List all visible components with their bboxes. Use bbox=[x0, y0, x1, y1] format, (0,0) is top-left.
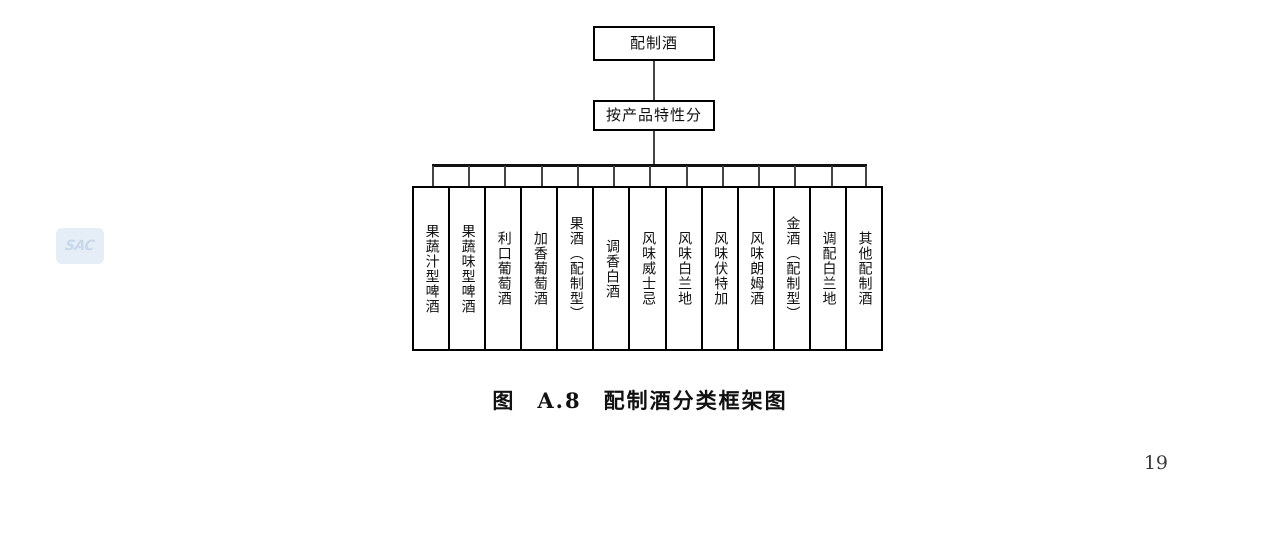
connector-drop-13 bbox=[865, 166, 867, 187]
diagram-leaf-cell: 风味朗姆酒 bbox=[739, 188, 775, 349]
diagram-leaf-label: 风味伏特加 bbox=[712, 231, 729, 306]
connector-drop-7 bbox=[649, 166, 651, 187]
diagram-leaf-cell: 果蔬汁型啤酒 bbox=[414, 188, 451, 349]
diagram-node-criterion-label: 按产品特性分 bbox=[605, 106, 702, 124]
diagram-leaf-cell: 金酒（配制型） bbox=[775, 188, 811, 349]
diagram-leaf-label: 果蔬味型啤酒 bbox=[459, 223, 476, 314]
sac-watermark: SAC bbox=[56, 228, 104, 264]
diagram-leaf-cell: 调香白酒 bbox=[594, 188, 631, 349]
connector-drop-10 bbox=[758, 166, 760, 187]
diagram-leaf-label: 调香白酒 bbox=[603, 238, 620, 299]
connector-drop-9 bbox=[722, 166, 724, 187]
page-number: 19 bbox=[1143, 452, 1168, 474]
diagram-leaf-cell: 果蔬味型啤酒 bbox=[450, 188, 487, 349]
diagram-leaf-label: 果酒（配制型） bbox=[567, 216, 584, 321]
diagram-leaf-cell: 风味威士忌 bbox=[630, 188, 667, 349]
diagram-leaf-cell: 风味白兰地 bbox=[667, 188, 703, 349]
diagram-leaf-row: 果蔬汁型啤酒 果蔬味型啤酒 利口葡萄酒 加香葡萄酒 果酒（配制型） 调香白酒 风… bbox=[412, 186, 883, 351]
connector-drop-6 bbox=[613, 166, 615, 187]
connector-root-to-criterion bbox=[653, 61, 655, 100]
figure-caption: 图 A.8 配制酒分类框架图 bbox=[0, 385, 1280, 415]
figure-caption-title: 配制酒分类框架图 bbox=[603, 389, 788, 413]
diagram-leaf-label: 风味朗姆酒 bbox=[748, 231, 765, 306]
diagram-leaf-label: 加香葡萄酒 bbox=[531, 231, 548, 306]
diagram-leaf-label: 风味白兰地 bbox=[676, 231, 693, 306]
diagram-leaf-label: 利口葡萄酒 bbox=[495, 231, 512, 306]
connector-drop-4 bbox=[541, 166, 543, 187]
diagram-leaf-label: 其他配制酒 bbox=[856, 231, 873, 306]
connector-drop-2 bbox=[468, 166, 470, 187]
connector-criterion-to-bus bbox=[653, 131, 655, 166]
diagram-leaf-label: 调配白兰地 bbox=[820, 231, 837, 306]
connector-drop-12 bbox=[831, 166, 833, 187]
diagram-node-root-label: 配制酒 bbox=[629, 34, 678, 52]
diagram-leaf-cell: 调配白兰地 bbox=[811, 188, 847, 349]
figure-caption-prefix: 图 bbox=[492, 389, 516, 413]
diagram-leaf-cell: 利口葡萄酒 bbox=[486, 188, 523, 349]
diagram-leaf-cell: 果酒（配制型） bbox=[558, 188, 595, 349]
connector-drop-1 bbox=[432, 166, 434, 187]
connector-drop-3 bbox=[504, 166, 506, 187]
diagram-leaf-cell: 风味伏特加 bbox=[703, 188, 739, 349]
diagram-leaf-label: 金酒（配制型） bbox=[784, 216, 801, 321]
connector-drop-11 bbox=[794, 166, 796, 187]
diagram-leaf-label: 果蔬汁型啤酒 bbox=[423, 223, 440, 314]
diagram-leaf-cell: 加香葡萄酒 bbox=[522, 188, 559, 349]
connector-drop-5 bbox=[577, 166, 579, 187]
connector-drop-8 bbox=[686, 166, 688, 187]
diagram-node-criterion: 按产品特性分 bbox=[593, 100, 715, 131]
diagram-leaf-cell: 其他配制酒 bbox=[847, 188, 881, 349]
figure-caption-index: A.8 bbox=[537, 388, 582, 413]
diagram-node-root: 配制酒 bbox=[593, 26, 715, 61]
connector-horizontal-bus bbox=[432, 164, 867, 167]
diagram-leaf-label: 风味威士忌 bbox=[640, 231, 657, 306]
classification-diagram: 配制酒 按产品特性分 果蔬汁型啤酒 果蔬味型啤酒 利口葡萄酒 加香葡萄酒 果酒（… bbox=[412, 26, 883, 351]
